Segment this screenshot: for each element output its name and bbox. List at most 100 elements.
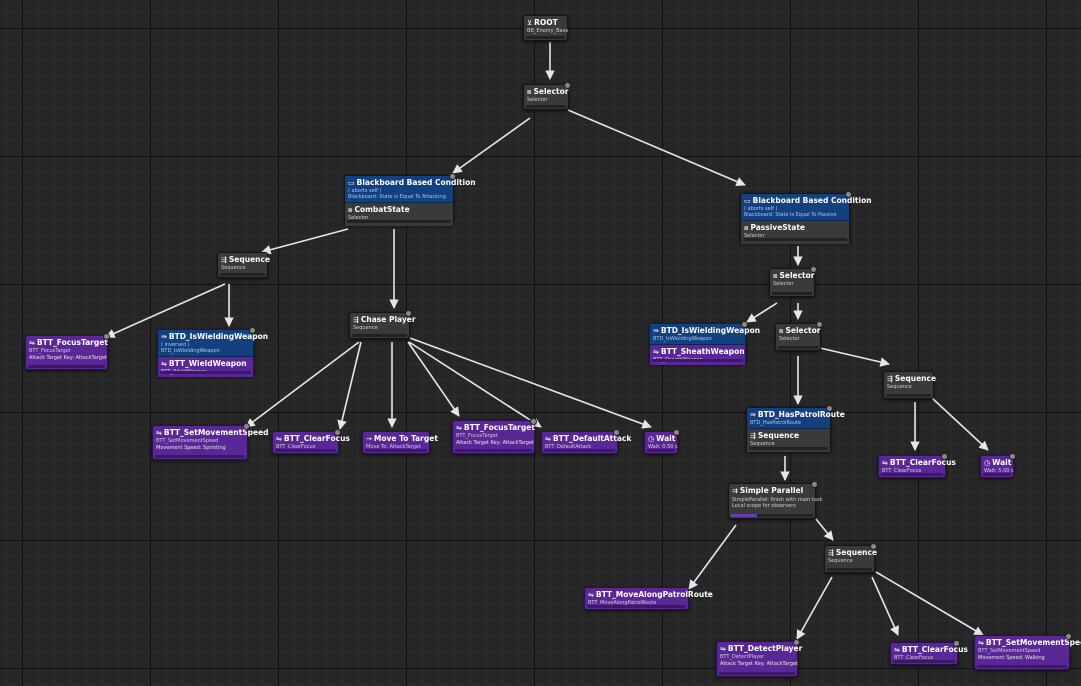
- connection-wire: [796, 576, 833, 640]
- node-subtitle: Selector: [348, 215, 369, 221]
- chase-player-node[interactable]: ⇶Chase Player Sequence: [349, 310, 416, 339]
- detect-player-task[interactable]: ⇋BTT_DetectPlayer BTT_DetectPlayer Attac…: [716, 639, 802, 677]
- task-icon: ⇋: [653, 347, 659, 356]
- node-pin[interactable]: [334, 429, 341, 436]
- node-subtitle: SimpleParallel: finish with main task: [732, 497, 823, 503]
- parallel-icon: ⇉: [732, 486, 738, 495]
- connection-wire: [245, 341, 360, 428]
- passive-state-node[interactable]: ▭Blackboard Based Condition ( aborts sel…: [740, 191, 872, 244]
- node-subtitle: Selector: [773, 281, 794, 287]
- connection-wire: [875, 571, 984, 636]
- root-node[interactable]: ⊻ROOT BB_Enemy_Base: [523, 15, 568, 41]
- node-pin[interactable]: [826, 405, 833, 412]
- node-pin[interactable]: [793, 639, 800, 646]
- root-icon: ⊻: [527, 18, 533, 27]
- node-pin[interactable]: [1065, 633, 1072, 640]
- blackboard-decorator[interactable]: ▭Blackboard Based Condition ( aborts sel…: [345, 176, 476, 203]
- wait-icon: ◷: [648, 434, 655, 443]
- set-movement-speed-task-bottom[interactable]: ⇋BTT_SetMovementSpeed BTT_SetMovementSpe…: [974, 633, 1081, 670]
- decorator-abort: ( aborts self ): [744, 206, 778, 212]
- node-pin[interactable]: [530, 418, 537, 425]
- selector-node-top[interactable]: ⧈Selector Selector: [523, 82, 571, 110]
- node-subtitle: BTT_WieldWeapon: [161, 369, 208, 375]
- node-pin[interactable]: [811, 481, 818, 488]
- node-title: BTT_MoveAlongPatrolRoute: [595, 590, 713, 599]
- node-title: BTT_ClearFocus: [901, 645, 968, 654]
- clear-focus-task-right[interactable]: ⇋BTT_ClearFocus BTT_ClearFocus: [878, 453, 956, 478]
- simple-parallel-node[interactable]: ⇉Simple Parallel SimpleParallel: finish …: [728, 481, 823, 519]
- node-pin[interactable]: [816, 321, 823, 328]
- node-pin[interactable]: [810, 266, 817, 273]
- clear-focus-task-left[interactable]: ⇋BTT_ClearFocus BTT_ClearFocus: [272, 429, 350, 454]
- node-pin[interactable]: [405, 310, 412, 317]
- node-pin[interactable]: [243, 423, 250, 430]
- connection-wire: [871, 576, 899, 636]
- has-patrol-route-decorator[interactable]: ⇛BTD_HasPatrolRoute BTD_HasPatrolRoute: [747, 408, 845, 429]
- node-subtitle: Sequence: [353, 325, 378, 331]
- connection-wire: [452, 117, 531, 174]
- node-subtitle: BB_Enemy_Base: [527, 28, 569, 34]
- connection-wire: [567, 109, 746, 187]
- set-movement-speed-task-left[interactable]: ⇋BTT_SetMovementSpeed BTT_SetMovementSpe…: [152, 423, 269, 460]
- node-pin[interactable]: [741, 321, 748, 328]
- sequence-node-right[interactable]: ⇶Sequence Sequence: [883, 371, 936, 399]
- node-pin[interactable]: [845, 191, 852, 198]
- node-pin[interactable]: [870, 543, 877, 550]
- task-icon: ⇋: [456, 423, 462, 432]
- move-to-target-task[interactable]: →Move To Target Move To: AttackTarget: [362, 431, 438, 454]
- sequence-icon: ⇶: [887, 374, 893, 383]
- focus-target-task-middle[interactable]: ⇋BTT_FocusTarget BTT_FocusTarget Attack …: [452, 418, 537, 454]
- selector-node-right-1[interactable]: ⧈Selector Selector: [769, 266, 817, 297]
- wait-task-right[interactable]: ◷Wait Wait: 5.00 s: [980, 453, 1016, 478]
- task-icon: ⇋: [156, 428, 162, 437]
- node-pin[interactable]: [673, 429, 680, 436]
- connection-wire: [407, 341, 460, 417]
- node-title: Wait: [656, 434, 676, 443]
- task-icon: ⇋: [588, 590, 594, 599]
- node-title: Selector: [779, 271, 815, 280]
- task-icon: ⇋: [720, 644, 726, 653]
- task-icon: ⇋: [978, 638, 984, 647]
- node-pin[interactable]: [613, 429, 620, 436]
- blackboard-decorator[interactable]: ▭Blackboard Based Condition ( aborts sel…: [741, 194, 872, 221]
- node-subtitle: BTT_DefaultAttack: [545, 444, 592, 450]
- node-title: BTT_DefaultAttack: [552, 434, 632, 443]
- node-pin[interactable]: [953, 640, 960, 647]
- sequence-node-left[interactable]: ⇶Sequence Sequence: [217, 252, 270, 278]
- node-subtitle: BTT_ClearFocus: [882, 468, 922, 474]
- combat-state-node[interactable]: ▭Blackboard Based Condition ( aborts sel…: [344, 173, 476, 226]
- move-along-patrol-route-task[interactable]: ⇋BTT_MoveAlongPatrolRoute BTT_MoveAlongP…: [584, 587, 713, 610]
- is-wielding-decorator[interactable]: ⇛BTD_IsWieldingWeapon BTD_IsWieldingWeap…: [650, 324, 760, 345]
- decorator-icon: ⇛: [750, 410, 756, 419]
- is-wielding-decorator[interactable]: ⇛BTD_IsWieldingWeapon ( inversed ) BTD_I…: [158, 330, 268, 357]
- node-pin[interactable]: [449, 173, 456, 180]
- node-pin[interactable]: [249, 327, 256, 334]
- node-pin[interactable]: [941, 453, 948, 460]
- focus-target-task-left[interactable]: ⇋BTT_FocusTarget BTT_FocusTarget Attack …: [25, 333, 110, 370]
- node-subtitle: Selector: [779, 336, 800, 342]
- node-description: Attack Target Key: AttackTarget: [456, 440, 535, 446]
- node-subtitle: Selector: [744, 233, 765, 239]
- decorator-icon: ⇛: [161, 332, 167, 341]
- sheath-weapon-node[interactable]: ⇛BTD_IsWieldingWeapon BTD_IsWieldingWeap…: [649, 321, 760, 365]
- node-pin[interactable]: [1009, 453, 1016, 460]
- default-attack-task[interactable]: ⇋BTT_DefaultAttack BTT_DefaultAttack: [541, 429, 631, 454]
- sequence-node-bottom[interactable]: ⇶Sequence Sequence: [824, 543, 877, 573]
- node-title: BTT_DetectPlayer: [727, 644, 803, 653]
- wait-task-left[interactable]: ◷Wait Wait: 0.50 s: [644, 429, 680, 454]
- selector-icon: ⧈: [744, 223, 749, 232]
- node-pin[interactable]: [564, 82, 571, 89]
- node-title: Chase Player: [360, 315, 416, 324]
- decorator-title: BTD_IsWieldingWeapon: [168, 332, 269, 341]
- node-title: BTT_FocusTarget: [463, 423, 535, 432]
- node-pin[interactable]: [103, 333, 110, 340]
- decorator-title: Blackboard Based Condition: [356, 178, 476, 187]
- connection-wire: [815, 518, 834, 541]
- selector-node-right-2[interactable]: ⧈Selector Selector: [775, 321, 823, 351]
- clear-focus-task-bottom[interactable]: ⇋BTT_ClearFocus BTT_ClearFocus: [890, 640, 968, 665]
- decorator-abort: ( inversed ): [161, 342, 190, 348]
- main-task-slot[interactable]: [731, 514, 757, 517]
- decorator-icon: ⇛: [653, 326, 659, 335]
- has-patrol-route-node[interactable]: ⇛BTD_HasPatrolRoute BTD_HasPatrolRoute ⇶…: [746, 405, 845, 452]
- wield-weapon-node[interactable]: ⇛BTD_IsWieldingWeapon ( inversed ) BTD_I…: [157, 327, 268, 377]
